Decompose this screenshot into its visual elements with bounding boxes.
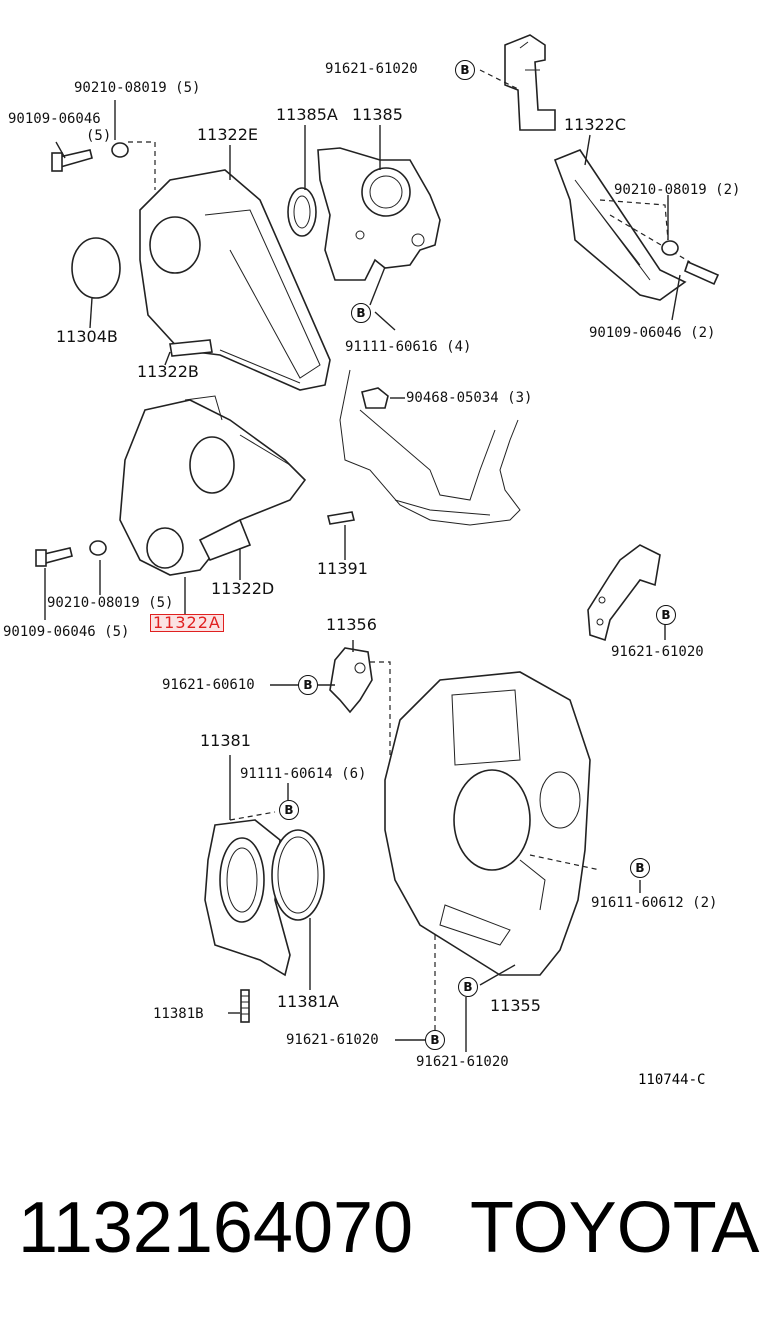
part-label[interactable]: 11304B (56, 327, 118, 346)
nut-right-icon (661, 240, 679, 256)
washer-top-left-icon (111, 142, 129, 158)
b-marker: B (656, 605, 676, 625)
b-marker: B (630, 858, 650, 878)
b-marker: B (455, 60, 475, 80)
part-label[interactable]: 90109-06046 (8, 111, 101, 127)
part-label[interactable]: 90468-05034 (3) (406, 390, 533, 406)
b-marker: B (425, 1030, 445, 1050)
end-plate-11355-drawing (384, 671, 591, 976)
part-label[interactable]: 11322C (564, 115, 627, 134)
clamp-90468-icon (361, 387, 389, 409)
part-label[interactable]: 90109-06046 (2) (589, 325, 716, 341)
part-label: (5) (86, 128, 112, 144)
part-label[interactable]: 91621-61020 (325, 61, 418, 77)
cover-11322c-drawing (553, 149, 687, 301)
pin-11391-icon (327, 511, 355, 525)
part-label[interactable]: 11356 (326, 615, 377, 634)
diagram-code: 110744-C (638, 1072, 706, 1088)
b-marker: B (351, 303, 371, 323)
gasket-11381a-icon (271, 829, 325, 921)
cover-11322d-icon (198, 518, 252, 562)
part-label[interactable]: 11385 (352, 105, 403, 124)
part-number: 1132164070 (18, 1188, 414, 1268)
part-label[interactable]: 11381A (277, 992, 339, 1011)
part-label[interactable]: 91621-61020 (416, 1054, 509, 1070)
part-label[interactable]: 90109-06046 (5) (3, 624, 130, 640)
engine-block-drawing (339, 369, 521, 526)
cover-11322b-icon (169, 339, 213, 357)
brand-name: TOYOTA (470, 1188, 760, 1268)
part-label[interactable]: 11322B (137, 362, 199, 381)
part-label[interactable]: 91621-60610 (162, 677, 255, 693)
part-label[interactable]: 11385A (276, 105, 338, 124)
part-label[interactable]: 91621-61020 (286, 1032, 379, 1048)
b-marker: B (279, 800, 299, 820)
cover-11322a-drawing (119, 395, 307, 576)
part-label[interactable]: 90210-08019 (5) (74, 80, 201, 96)
plate-11385-drawing (317, 147, 441, 281)
part-label[interactable]: 90210-08019 (5) (47, 595, 174, 611)
footer: 1132164070 TOYOTA (0, 1188, 760, 1278)
bolt-right-icon (684, 260, 720, 286)
part-label[interactable]: 91111-60616 (4) (345, 339, 472, 355)
part-label[interactable]: 91611-60612 (2) (591, 895, 718, 911)
part-label[interactable]: 11355 (490, 996, 541, 1015)
stud-11381b-icon (240, 989, 250, 1023)
cover-11381-drawing (204, 819, 291, 977)
bracket-11356-drawing (329, 647, 373, 714)
b-marker: B (298, 675, 318, 695)
cover-11322e-drawing (139, 169, 331, 391)
plug-11304b-icon (71, 237, 121, 299)
part-label[interactable]: 11391 (317, 559, 368, 578)
part-label[interactable]: 11322D (211, 579, 275, 598)
highlighted-part-label[interactable]: 11322A (150, 614, 224, 632)
seal-11385a-icon (287, 187, 317, 237)
part-label[interactable]: 91621-61020 (611, 644, 704, 660)
part-label[interactable]: 90210-08019 (2) (614, 182, 741, 198)
top-bracket-drawing (504, 34, 556, 131)
part-label[interactable]: 11381 (200, 731, 251, 750)
leader-lines (44, 100, 681, 1052)
bracket-right-drawing (587, 544, 661, 642)
part-label[interactable]: 11322E (197, 125, 259, 144)
washer-left-icon (89, 540, 107, 556)
part-label[interactable]: 91111-60614 (6) (240, 766, 367, 782)
b-marker: B (458, 977, 478, 997)
part-label[interactable]: 11381B (153, 1006, 204, 1022)
